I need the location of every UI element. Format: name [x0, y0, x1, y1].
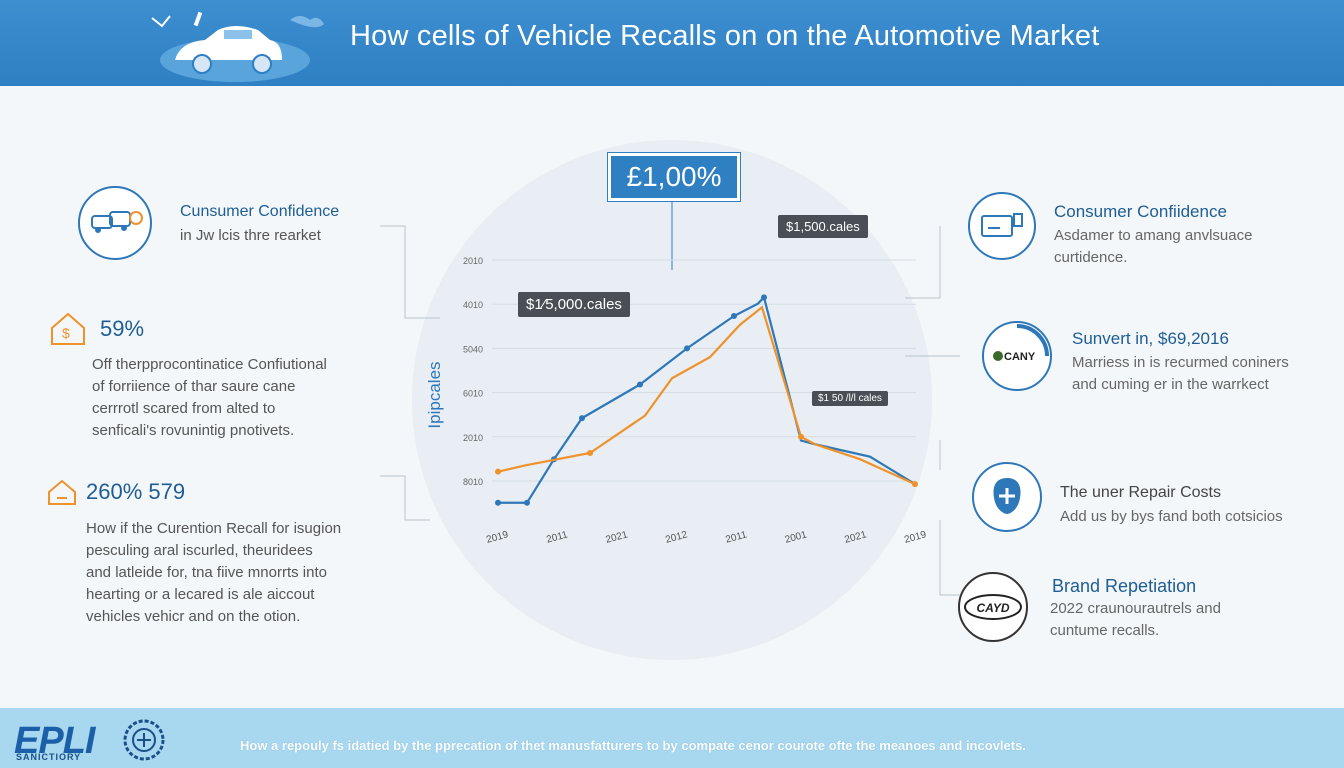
callout-a3: $1 50 /l/l cales: [812, 391, 888, 406]
data-point: [798, 433, 804, 440]
data-point: [495, 499, 501, 506]
footer-logo: EPLI: [14, 720, 95, 762]
right-item3-title: The uner Repair Costs: [1060, 484, 1221, 501]
y-tick-label: 5040: [463, 344, 483, 354]
cayd-logo-icon: CAYD: [958, 572, 1028, 642]
cany-logo-text: CANY: [1004, 351, 1036, 363]
car-illustration-icon: [151, 11, 324, 82]
chart-backdrop: [412, 140, 932, 660]
y-tick-label: 8010: [463, 477, 483, 487]
x-tick-label: 2019: [903, 529, 928, 545]
callout-a1: $1,500.cales: [778, 215, 868, 238]
wheel-icon: [123, 719, 165, 761]
right-item2-text: Marriess in is recurmed coniners and cum…: [1072, 352, 1289, 396]
text-line: curtidence.: [1054, 249, 1128, 266]
house-icon: [48, 479, 76, 505]
connector-lines: [380, 195, 960, 596]
text-line: vehicles vehicr and on the otion.: [86, 608, 301, 625]
right-item2-title: Sunvert in, $69,2016: [1072, 329, 1229, 348]
series-line: [497, 305, 916, 486]
footer-bar: EPLI: [0, 708, 1344, 768]
y-tick-label: 4010: [463, 300, 483, 310]
text-line: Add us by bys fand both cotsicios: [1060, 508, 1283, 525]
money-house-icon: $: [51, 312, 85, 345]
text-line: 2022 craunourautrels and: [1050, 600, 1221, 617]
data-point: [579, 415, 585, 422]
right-item4-text: 2022 craunourautrels and cuntume recalls…: [1050, 598, 1221, 642]
y-tick-label: 2010: [463, 256, 483, 266]
left-item3-text: How if the Curention Recall for isugion …: [86, 518, 341, 628]
text-line: hearting or a lecared is ale aiccout: [86, 586, 315, 603]
left-item2-stat: 59%: [100, 316, 145, 341]
left-item3-stat: 260% 579: [86, 479, 186, 504]
text-line: and latleide for, tna fiive mnorrts into: [86, 564, 327, 581]
footer-logo-sub: SANICTIORY: [16, 752, 82, 762]
right-item1-title: Consumer Confiidence: [1054, 202, 1227, 221]
callout-a2: $1⁄5,000.cales: [518, 292, 630, 317]
chart-lines: [495, 294, 918, 506]
big-callout: £1,00%: [608, 153, 740, 201]
data-point: [587, 449, 593, 456]
chart-grid: [492, 259, 916, 482]
data-point: [761, 294, 767, 301]
right-item1-text: Asdamer to amang anvlsuace curtidence.: [1054, 225, 1252, 269]
right-item3-text: Add us by bys fand both cotsicios: [1060, 506, 1283, 528]
data-point: [731, 313, 737, 320]
left-item1-subtitle: in Jw lcis thre rearket: [180, 227, 321, 244]
text-line: pesculing aral iscurled, theuridees: [86, 542, 313, 559]
header-banner: How cells of Vehicle Recalls on on the A…: [0, 0, 1344, 86]
text-line: How if the Curention Recall for isugion: [86, 520, 342, 537]
y-axis-label: Ipipcales: [425, 361, 444, 428]
data-point: [912, 481, 918, 488]
cars-icon: [78, 186, 152, 260]
text-line: Off therpprocontinatice Confiutional: [92, 356, 327, 373]
monitor-icon: [968, 192, 1036, 260]
y-tick-label: 6010: [463, 389, 483, 399]
data-point: [684, 345, 690, 352]
left-item1-title: Cunsumer Confidence: [180, 203, 340, 220]
right-item4-title: Brand Repetiation: [1052, 576, 1197, 596]
data-point: [495, 468, 501, 475]
text-line: cerrrotl scared from alted to: [92, 400, 276, 417]
cany-logo-icon: CANY: [982, 321, 1052, 391]
footer-text: How a repouly fs idatied by the pprecati…: [240, 738, 1026, 753]
svg-text:$: $: [62, 325, 70, 341]
text-line: Asdamer to amang anvlsuace: [1054, 227, 1253, 244]
x-tick-label: 2011: [545, 529, 569, 545]
text-line: and cuming er in the warrkect: [1072, 376, 1269, 393]
data-point: [637, 381, 643, 388]
data-point: [524, 499, 530, 506]
x-tick-label: 2011: [724, 529, 748, 545]
page-title: How cells of Vehicle Recalls on on the A…: [350, 20, 1100, 52]
left-item2-text: Off therpprocontinatice Confiutional of …: [92, 354, 327, 442]
shield-plus-icon: [972, 462, 1042, 532]
text-line: cuntume recalls.: [1050, 622, 1160, 639]
text-line: senficali's rovunintig pnotivets.: [92, 422, 295, 439]
text-line: Marriess in is recurmed coniners: [1072, 354, 1289, 371]
y-tick-label: 2010: [463, 433, 483, 443]
cayd-logo-text: CAYD: [976, 601, 1009, 615]
text-line: of forriience of thar saure cane: [92, 378, 296, 395]
